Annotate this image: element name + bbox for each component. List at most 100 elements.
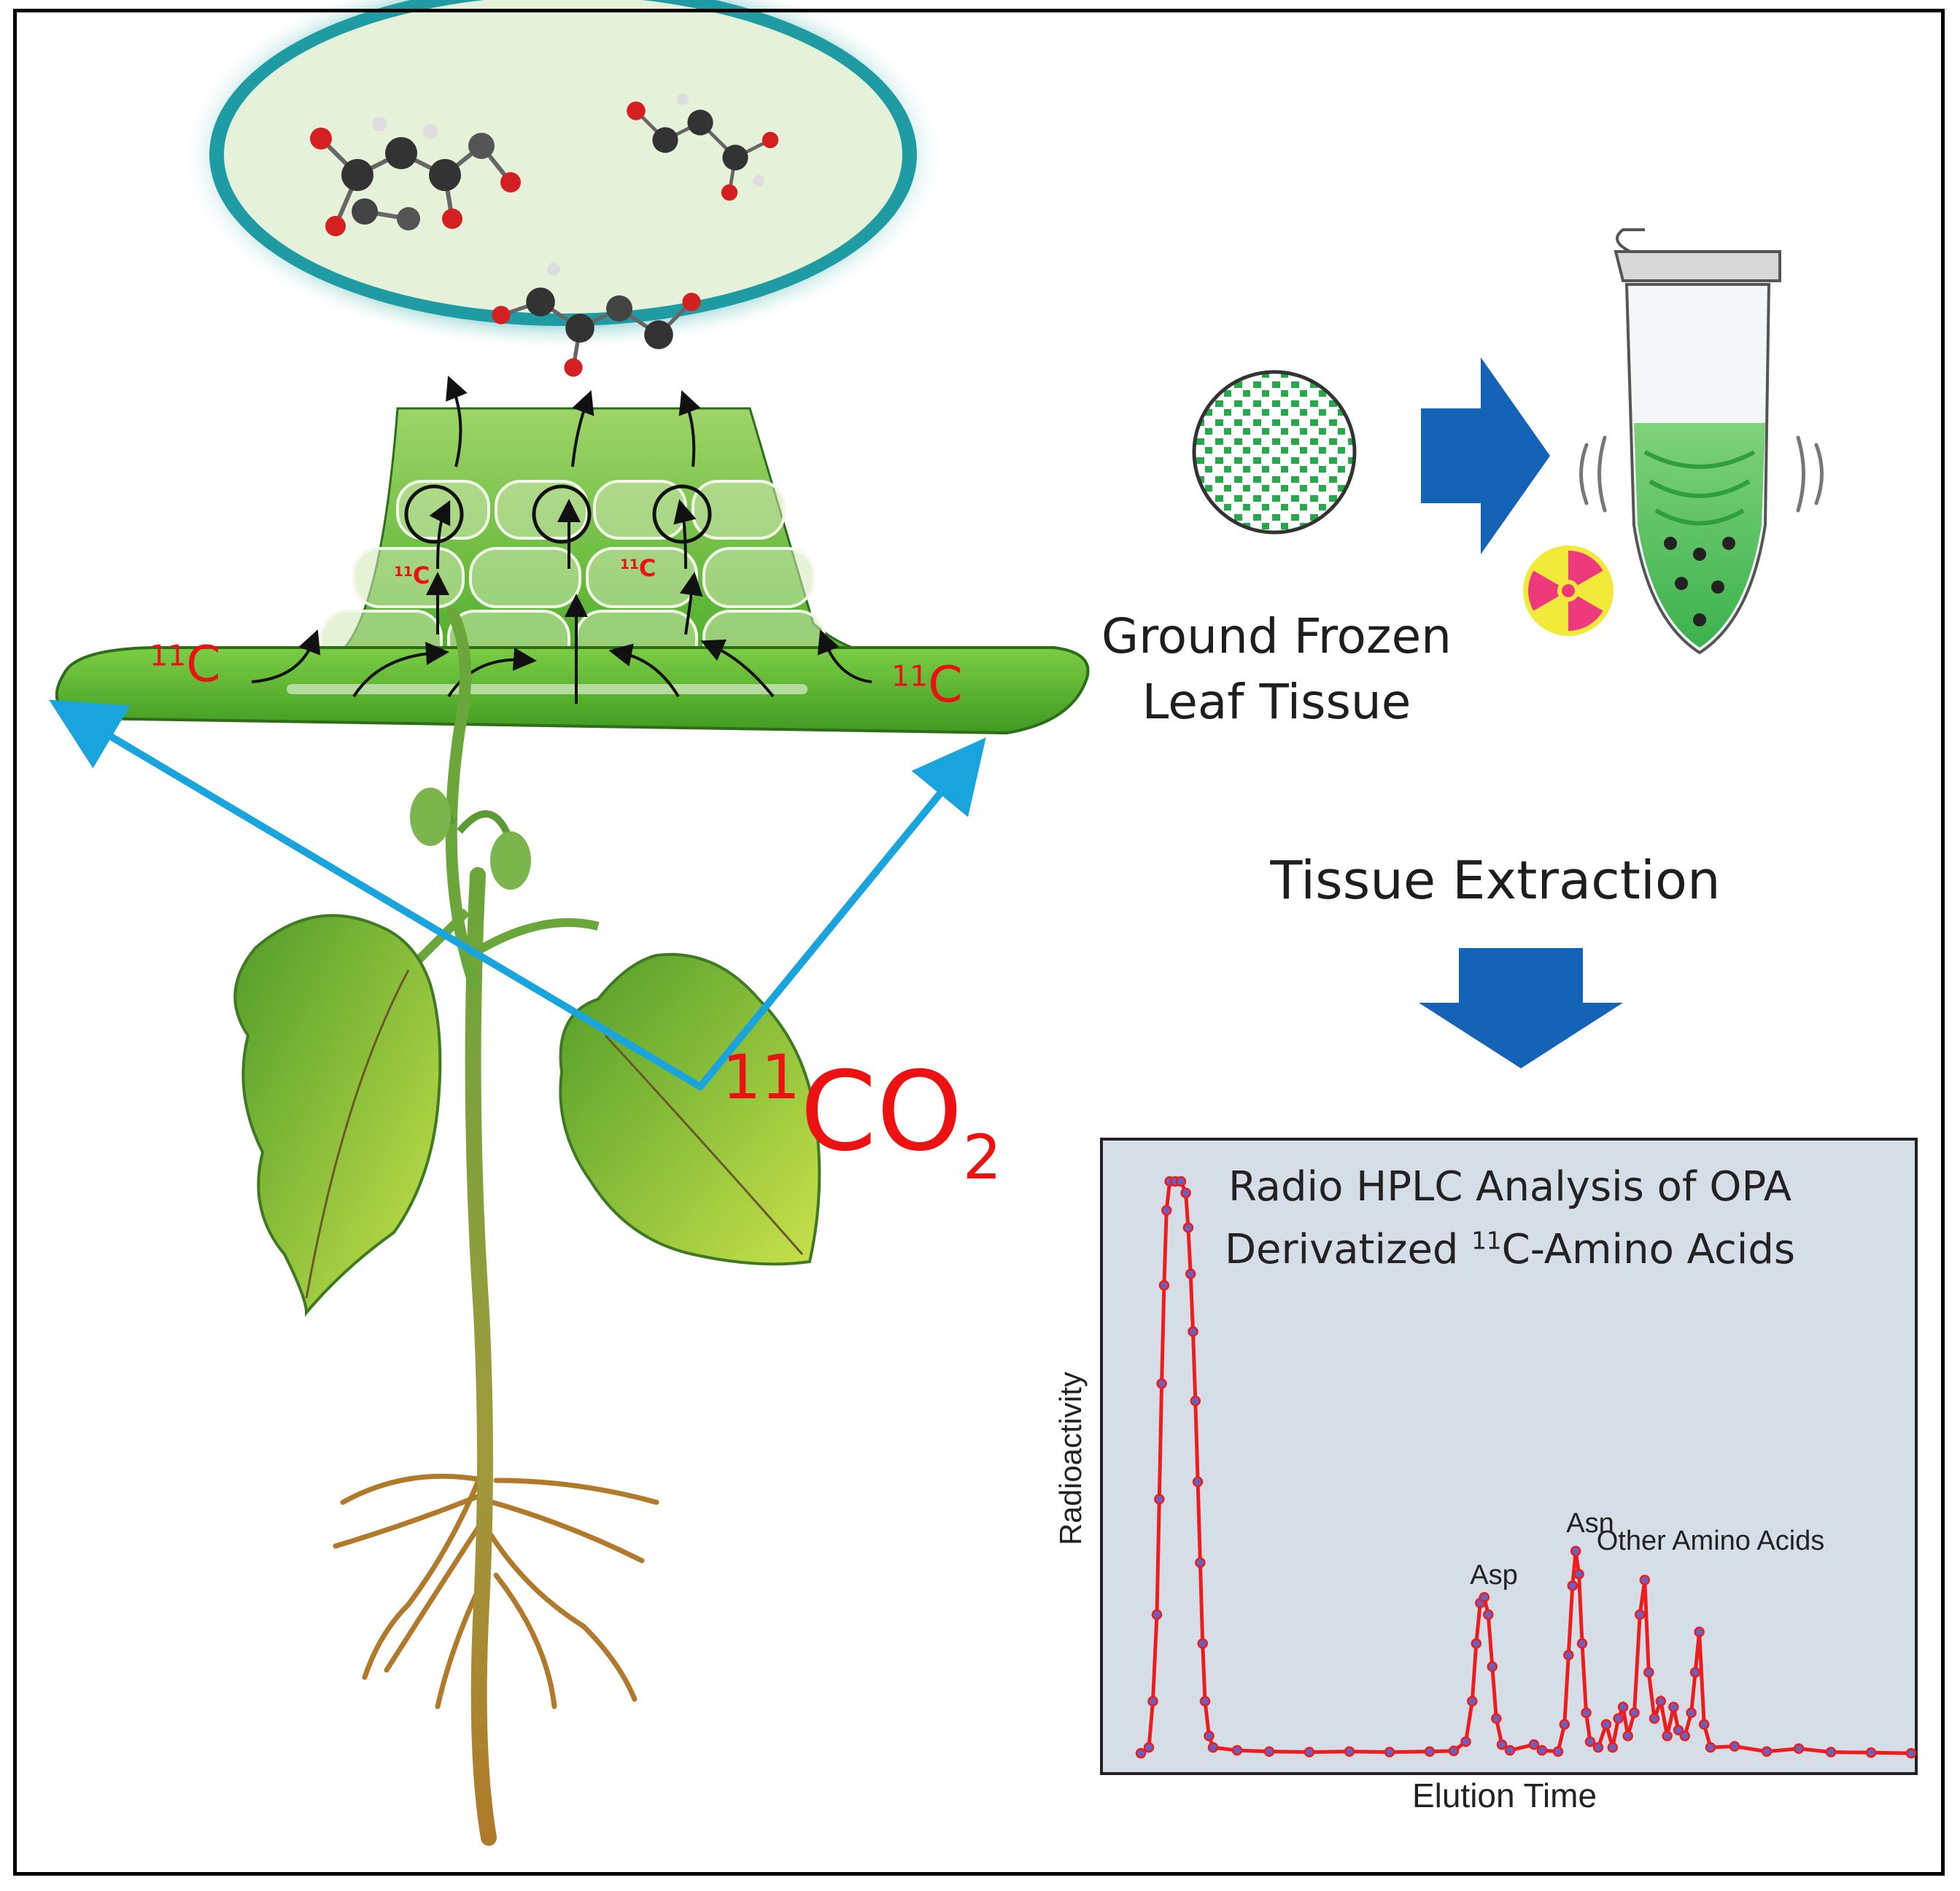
chromatogram-point xyxy=(1180,1187,1191,1199)
sugar-molecule-icon xyxy=(627,93,779,201)
chromatogram-point xyxy=(1491,1713,1502,1724)
chromatogram-point xyxy=(1698,1719,1710,1730)
chromatogram-point xyxy=(1793,1743,1805,1754)
hplc-chart xyxy=(1100,1138,1918,1775)
carbon-11-label-left: 11C xyxy=(150,636,221,694)
chromatogram-point xyxy=(1705,1741,1716,1753)
chromatogram-point xyxy=(1151,1609,1163,1620)
chromatogram-point xyxy=(1607,1741,1619,1753)
chromatogram-point xyxy=(1639,1574,1651,1585)
chart-title: Radio HPLC Analysis of OPA Derivatized 1… xyxy=(1224,1163,1796,1273)
chromatogram-point xyxy=(1460,1736,1471,1747)
chromatogram-point xyxy=(1576,1638,1588,1649)
chromatogram-point xyxy=(1905,1747,1916,1759)
chromatogram-point xyxy=(1143,1741,1155,1753)
chromatogram-point xyxy=(1175,1176,1187,1187)
chromatogram-point xyxy=(1643,1666,1654,1678)
chromatogram-point xyxy=(1563,1650,1574,1661)
carbon-11-label-small-a: 11C xyxy=(394,562,430,589)
chromatogram-point xyxy=(1689,1666,1701,1678)
chart-plot-area xyxy=(1100,1138,1918,1775)
chromatogram-point xyxy=(1634,1609,1646,1620)
chromatogram-point xyxy=(1825,1747,1837,1758)
co2-mass-number: 11 xyxy=(722,1041,800,1113)
chromatogram-point xyxy=(1185,1268,1196,1279)
ground-tissue-label: Ground Frozen Leaf Tissue xyxy=(1101,608,1452,730)
ground-tissue-disc-icon xyxy=(1192,370,1357,535)
figure-border xyxy=(13,9,1945,1876)
chart-x-axis-label: Elution Time xyxy=(1411,1777,1597,1814)
chromatogram-point xyxy=(1199,1696,1211,1707)
chromatogram-point xyxy=(1263,1746,1275,1757)
chromatogram-point xyxy=(1729,1741,1740,1752)
chromatogram-point xyxy=(1567,1580,1579,1591)
chromatogram-point xyxy=(1865,1747,1877,1758)
leaf-cross-section xyxy=(55,0,1090,735)
co2-label: 11CO2 xyxy=(722,1041,1002,1193)
carbon-11-label-right: 11C xyxy=(891,656,963,714)
chromatogram-point xyxy=(1559,1719,1570,1730)
chromatogram-point xyxy=(1154,1494,1165,1504)
chromatogram-point xyxy=(1622,1731,1633,1741)
chromatogram-point xyxy=(1135,1747,1147,1759)
chromatogram-point xyxy=(1581,1707,1592,1718)
process-arrow-icon xyxy=(1421,357,1550,554)
chromatogram-point xyxy=(1204,1731,1215,1741)
chromatogram-point xyxy=(1629,1707,1640,1718)
peak-label-asp: Asp xyxy=(1470,1560,1518,1591)
chromatogram-point xyxy=(1592,1741,1604,1753)
co2-subscript: 2 xyxy=(962,1122,1002,1193)
chromatogram-point xyxy=(1190,1395,1201,1407)
chromatogram-point xyxy=(1613,1713,1624,1724)
leaf-zoom-arrows xyxy=(49,699,986,1090)
chromatogram-point xyxy=(1570,1545,1581,1557)
chromatogram-point xyxy=(1584,1736,1596,1747)
plant-illustration xyxy=(233,607,821,1846)
chromatogram-point xyxy=(1536,1744,1548,1756)
chromatogram-point xyxy=(1448,1745,1460,1757)
chromatogram-point xyxy=(1197,1638,1208,1649)
chromatogram-point xyxy=(1761,1746,1773,1757)
chromatogram-point xyxy=(1188,1326,1198,1337)
chromatogram-point xyxy=(1496,1739,1508,1750)
chromatogram-point xyxy=(1479,1591,1490,1603)
chromatogram-point xyxy=(1668,1701,1679,1712)
sugar-molecule-icon xyxy=(310,117,521,236)
chart-y-axis-label: Radioactivity xyxy=(1053,1371,1088,1546)
chromatogram-point xyxy=(1156,1378,1167,1389)
chromatogram-point xyxy=(1483,1609,1494,1620)
chromatogram-point xyxy=(1655,1696,1667,1707)
chromatogram-point xyxy=(1192,1476,1204,1488)
peak-label-asn: Asn xyxy=(1566,1508,1614,1539)
peak-label-other-amino-acids: Other Amino Acids xyxy=(1596,1525,1825,1556)
sugar-molecule-icon xyxy=(492,263,701,377)
tissue-extraction-label: Tissue Extraction xyxy=(1270,850,1721,911)
chromatogram-point xyxy=(1694,1626,1705,1638)
chromatogram-point xyxy=(1528,1739,1540,1750)
chromatogram-point xyxy=(1552,1746,1564,1757)
chromatogram-point xyxy=(1573,1569,1584,1580)
chromatogram-point xyxy=(1195,1557,1206,1568)
carbon-11-label-small-b: 11C xyxy=(620,554,656,582)
chromatogram-point xyxy=(1424,1746,1436,1757)
chromatogram-point xyxy=(1161,1205,1172,1216)
chromatogram-point xyxy=(1662,1731,1673,1741)
chromatogram-point xyxy=(1158,1280,1170,1291)
chromatogram-point xyxy=(1600,1719,1612,1730)
chromatogram-point xyxy=(1207,1741,1219,1753)
chromatogram-point xyxy=(1686,1707,1697,1718)
chromatogram-point xyxy=(1182,1222,1194,1233)
down-arrow-icon xyxy=(1419,948,1623,1068)
microcentrifuge-tube-icon xyxy=(1579,228,1824,655)
chromatogram-point xyxy=(1147,1696,1158,1707)
chromatogram-point xyxy=(1231,1744,1243,1756)
chromatogram-point xyxy=(1649,1713,1660,1724)
chromatogram-point xyxy=(1679,1731,1691,1741)
chromatogram-point xyxy=(1487,1661,1498,1672)
radioactive-icon xyxy=(1523,545,1614,636)
chromatogram-point xyxy=(1471,1638,1482,1649)
chromatogram-point xyxy=(1617,1701,1629,1712)
chromatogram-point xyxy=(1504,1744,1516,1756)
chromatogram-point xyxy=(1384,1747,1395,1758)
